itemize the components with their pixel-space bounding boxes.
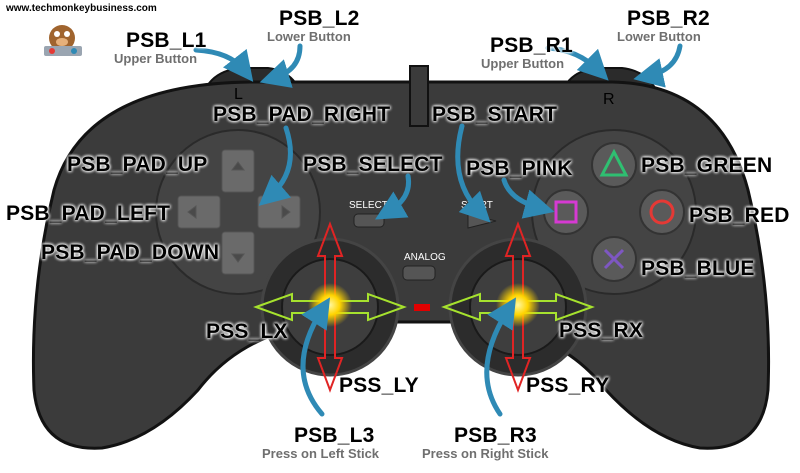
circle-button (639, 189, 685, 235)
monkey-logo (44, 25, 82, 56)
label-rx: PSS_RX (559, 319, 644, 342)
arrow-select (375, 173, 412, 220)
label-pad-up: PSB_PAD_UP (67, 153, 208, 176)
label-l3: PSB_L3 (294, 424, 375, 447)
label-l1: PSB_L1 (126, 29, 207, 52)
select-button (353, 213, 385, 228)
label-r1: PSB_R1 (490, 34, 573, 57)
dpad-down (221, 231, 255, 275)
callout-arrows (193, 43, 683, 417)
analog-text: ANALOG (404, 252, 446, 263)
l-letter: L (234, 86, 243, 103)
triangle-symbol (599, 148, 629, 177)
dpad-up (221, 149, 255, 193)
circle-symbol (649, 199, 675, 225)
arrow-l1 (193, 47, 254, 82)
left-stick-x-arrow (253, 292, 407, 322)
label-pink: PSB_PINK (466, 157, 573, 180)
arrow-r1 (545, 45, 609, 81)
label-r3-sub: Press on Right Stick (422, 446, 549, 461)
label-ly: PSS_LY (339, 374, 419, 397)
label-pad-left: PSB_PAD_LEFT (6, 202, 171, 225)
square-button (543, 189, 589, 235)
dpad-left (177, 195, 221, 229)
arrow-pink (501, 177, 555, 219)
label-r1-sub: Upper Button (481, 56, 565, 71)
dpad-area (155, 129, 321, 295)
label-ry: PSS_RY (526, 374, 610, 397)
label-start: PSB_START (432, 103, 558, 126)
label-green: PSB_GREEN (641, 154, 773, 177)
square-symbol (554, 200, 578, 224)
select-text: SELECT (349, 200, 388, 211)
r-letter: R (603, 91, 615, 108)
left-stick-y-arrow (316, 221, 344, 393)
label-l2: PSB_L2 (279, 7, 360, 30)
label-l3-sub: Press on Left Stick (262, 446, 380, 461)
cross-symbol (603, 248, 625, 270)
arrow-l3 (300, 297, 331, 417)
label-pad-right: PSB_PAD_RIGHT (213, 103, 391, 126)
cable (409, 65, 429, 127)
arrow-pad-right (258, 125, 293, 206)
arrow-start (455, 123, 491, 223)
arrow-l2 (259, 43, 303, 88)
analog-led (414, 304, 430, 311)
right-stick-y-arrow (504, 221, 532, 393)
label-l1-sub: Upper Button (114, 51, 198, 66)
dpad-right (257, 195, 301, 229)
label-r2: PSB_R2 (627, 7, 710, 30)
label-red: PSB_RED (689, 204, 790, 227)
analog-button (402, 265, 436, 281)
label-select: PSB_SELECT (303, 153, 443, 176)
label-lx: PSS_LX (206, 320, 288, 343)
label-r3: PSB_R3 (454, 424, 537, 447)
label-r2-sub: Lower Button (617, 29, 701, 44)
right-stick-x-arrow (441, 292, 595, 322)
label-blue: PSB_BLUE (641, 257, 755, 280)
dpad (177, 149, 301, 275)
site-url: www.techmonkeybusiness.com (6, 3, 157, 14)
label-l2-sub: Lower Button (267, 29, 351, 44)
arrow-r2 (633, 43, 683, 88)
arrow-r3 (484, 297, 517, 417)
label-pad-down: PSB_PAD_DOWN (41, 241, 220, 264)
